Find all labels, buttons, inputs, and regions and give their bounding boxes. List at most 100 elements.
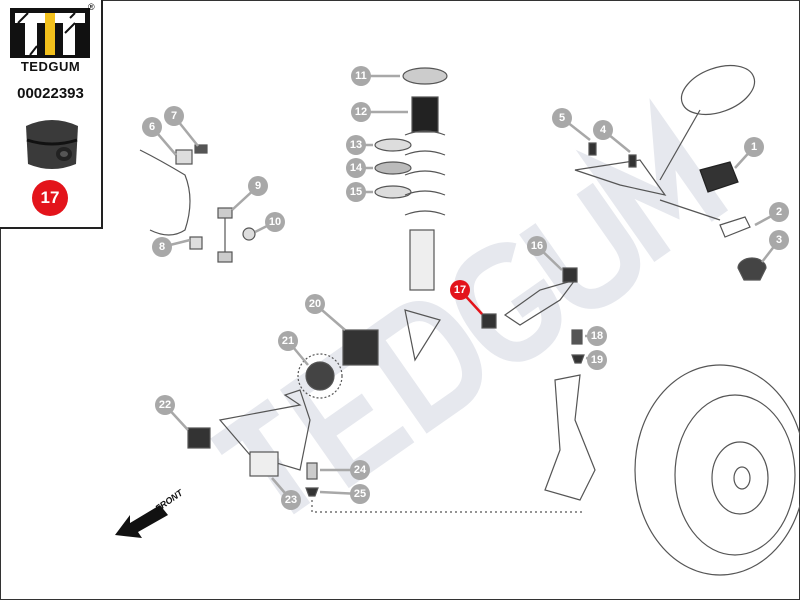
parts-drawing: [139, 64, 800, 576]
part-23-bushing: [249, 451, 279, 477]
callout-circle: [593, 120, 613, 140]
front-label: FRONT: [153, 487, 185, 514]
callout-circle: [155, 395, 175, 415]
callout-circle: [278, 331, 298, 351]
part-4: [628, 154, 637, 168]
callout-16[interactable]: 16: [527, 236, 563, 271]
callout-14[interactable]: 14: [346, 158, 373, 178]
callout-number: 5: [559, 112, 565, 124]
callout-circle: [350, 484, 370, 504]
callout-circle: [152, 237, 172, 257]
callout-number: 20: [309, 298, 321, 310]
part-number: 00022393: [17, 85, 84, 102]
callout-number: 22: [159, 399, 171, 411]
callout-circle: [552, 108, 572, 128]
callout-25[interactable]: 25: [319, 484, 370, 504]
callout-circle: [769, 202, 789, 222]
strut-fork: [404, 309, 441, 362]
callout-1[interactable]: 1: [734, 137, 764, 169]
callout-number: 17: [454, 284, 466, 296]
wheel-hub: [711, 441, 769, 515]
part-18-ball-joint: [571, 329, 583, 345]
callout-circle: [346, 182, 366, 202]
part-6-bushing: [175, 149, 193, 165]
part-15-spring-seat: [374, 185, 412, 199]
callout-6[interactable]: 6: [142, 117, 177, 156]
callout-number: 13: [350, 139, 362, 151]
part-9-top: [217, 207, 233, 219]
callout-circle: [450, 280, 470, 300]
part-17-bushing: [481, 313, 497, 329]
callout-9[interactable]: 9: [231, 176, 268, 211]
callout-number: 3: [776, 234, 782, 246]
strut-body: [409, 229, 435, 291]
part-10: [242, 227, 256, 241]
part-20-bushing: [342, 329, 379, 366]
callout-number: 18: [591, 330, 603, 342]
product-info-panel: ® TEDGUM 00022393 17: [0, 0, 103, 229]
callout-circle: [527, 236, 547, 256]
part-7-clamp: [194, 144, 208, 154]
callout-7[interactable]: 7: [164, 106, 199, 147]
product-thumbnail: [26, 120, 78, 169]
callout-12[interactable]: 12: [351, 102, 408, 122]
part-24-ball-joint: [306, 462, 318, 480]
watermark-letter: [357, 301, 482, 434]
callout-number: 12: [355, 106, 367, 118]
callout-24[interactable]: 24: [320, 460, 370, 480]
steering-wheel: [680, 64, 756, 116]
part-2-tie-rod-end: [719, 216, 751, 238]
callout-number: 23: [285, 494, 297, 506]
callout-20[interactable]: 20: [305, 294, 346, 331]
callout-number: 10: [269, 216, 281, 228]
part-11-top-mount: [402, 67, 448, 85]
callout-circle: [142, 117, 162, 137]
callout-number: 24: [354, 464, 367, 476]
part-21-outline: [297, 353, 343, 399]
callout-13[interactable]: 13: [346, 135, 373, 155]
callout-10[interactable]: 10: [254, 212, 285, 234]
callout-circle: [281, 490, 301, 510]
callout-number: 16: [531, 240, 543, 252]
part-3-ball-joint-boot: [737, 257, 767, 281]
assembly-line: [311, 500, 582, 513]
watermark-logo: [210, 98, 729, 515]
callout-number: 8: [159, 241, 165, 253]
callout-8[interactable]: 8: [152, 237, 191, 257]
callout-19[interactable]: 19: [585, 350, 607, 370]
callout-number: 25: [354, 488, 366, 500]
callout-23[interactable]: 23: [271, 477, 301, 510]
part-9-bottom: [217, 251, 233, 263]
callout-circle: [769, 230, 789, 250]
part-5: [588, 142, 597, 156]
watermark-letter: [519, 182, 641, 309]
callout-18[interactable]: 18: [585, 326, 607, 346]
hub-center: [733, 466, 751, 490]
callout-circle: [248, 176, 268, 196]
part-25-boot: [305, 487, 319, 497]
callout-2[interactable]: 2: [754, 202, 789, 227]
callout-4[interactable]: 4: [593, 120, 631, 153]
part-12-bump-stop: [411, 96, 439, 133]
callout-17[interactable]: 17: [450, 280, 483, 315]
position-badge: 17: [32, 180, 68, 216]
callout-3[interactable]: 3: [761, 230, 789, 263]
callout-15[interactable]: 15: [346, 182, 373, 202]
part-16-bushing: [562, 267, 578, 283]
callout-number: 6: [149, 121, 155, 133]
brand-name: TEDGUM: [20, 59, 81, 74]
callout-circle: [350, 460, 370, 480]
callout-5[interactable]: 5: [552, 108, 591, 141]
callouts: 1234567891011121314151617181920212223242…: [142, 66, 789, 510]
coil-spring: [404, 130, 446, 216]
callout-number: 2: [776, 206, 782, 218]
callout-21[interactable]: 21: [278, 331, 309, 366]
callout-number: 7: [171, 110, 177, 122]
watermark-letter: [575, 98, 729, 262]
callout-11[interactable]: 11: [351, 66, 400, 86]
callout-22[interactable]: 22: [155, 395, 189, 431]
callout-circle: [305, 294, 325, 314]
steering-knuckle: [544, 374, 596, 501]
callout-number: 19: [591, 354, 603, 366]
